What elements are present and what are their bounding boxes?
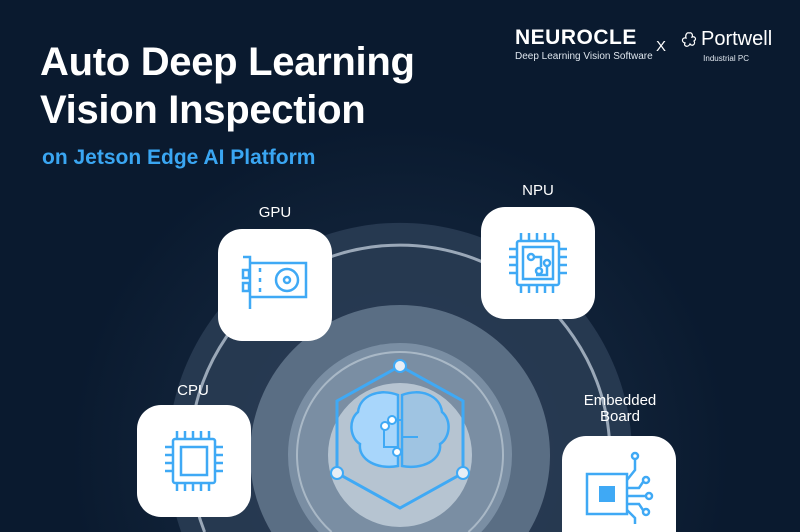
- neurocle-logo: NEUROCLE Deep Learning Vision Software: [515, 26, 653, 62]
- gpu-label: GPU: [258, 204, 292, 221]
- embedded-board-card: [562, 436, 676, 532]
- portwell-wordmark: Portwell: [701, 28, 773, 50]
- npu-chip-icon: [509, 233, 567, 293]
- title-line-1: Auto Deep Learning: [40, 40, 415, 84]
- portwell-logo: Portwell Industrial PC: [680, 28, 772, 63]
- embedded-label-line-1: Embedded: [583, 392, 657, 409]
- portwell-flower-icon: [681, 31, 697, 47]
- neurocle-tagline: Deep Learning Vision Software: [515, 51, 653, 62]
- gpu-icon: [241, 255, 308, 309]
- cpu-label: CPU: [177, 382, 209, 399]
- cpu-chip-icon: [165, 431, 223, 491]
- gpu-card: [218, 229, 332, 341]
- npu-card: [481, 207, 595, 319]
- brain-hexagon-icon: [330, 359, 470, 510]
- embedded-board-icon: [585, 451, 654, 524]
- embedded-label-line-2: Board: [599, 408, 641, 425]
- title-line-2: Vision Inspection: [40, 88, 366, 132]
- portwell-tagline: Industrial PC: [703, 54, 749, 63]
- npu-label: NPU: [522, 182, 554, 199]
- logo-separator: X: [656, 38, 667, 55]
- cpu-card: [137, 405, 251, 517]
- neurocle-wordmark: NEUROCLE: [515, 26, 637, 49]
- embedded-board-label: Embedded Board: [570, 393, 670, 425]
- page-title: Auto Deep Learning Vision Inspection: [40, 38, 415, 134]
- subtitle: on Jetson Edge AI Platform: [42, 146, 316, 169]
